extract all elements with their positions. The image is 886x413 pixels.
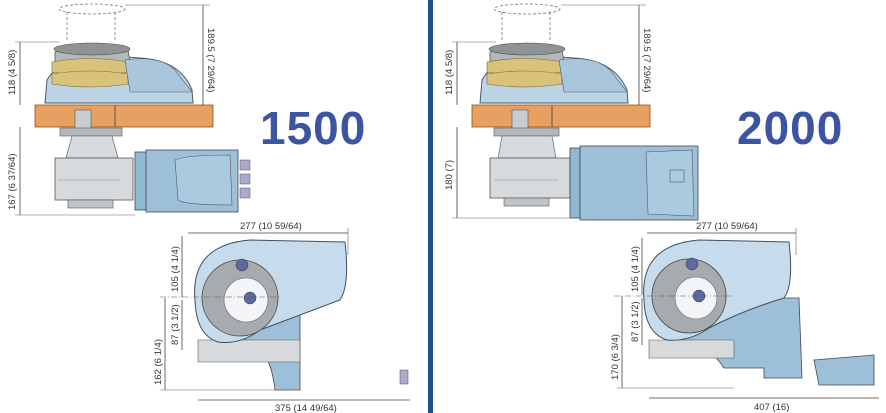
dim-top-width: 277 (10 59/64) [696, 221, 758, 232]
dimension-lines-1500 [15, 4, 410, 401]
dim-below-total: 162 (6 1/4) [153, 339, 164, 385]
deck-board [471, 104, 651, 128]
dim-upper-radius: 105 (4 1/4) [630, 246, 641, 292]
dim-below-total: 170 (6 3/4) [610, 334, 621, 380]
dim-deck-height: 118 (4 5/8) [444, 50, 455, 95]
model-label-1500: 1500 [260, 102, 367, 154]
winch-plan-view-1500 [160, 239, 409, 391]
dim-total-height: 189.5 (7 29/64) [205, 28, 216, 92]
winch-top-body [44, 42, 194, 104]
winch-drawing-1500: 118 (4 5/8) 189.5 (7 29/64) 167 (6 37/64… [7, 3, 410, 413]
dim-top-width: 277 (10 59/64) [240, 221, 302, 232]
gearbox-1500 [54, 127, 134, 209]
dim-total-height: 189.5 (7 29/64) [641, 28, 652, 92]
panel-2000: 118 (4 5/8) 189.5 (7 29/64) 180 (7) 277 … [434, 0, 886, 413]
dim-total-length: 407 (16) [754, 402, 789, 413]
dim-upper-radius: 105 (4 1/4) [170, 246, 181, 292]
capstan-outline [58, 3, 126, 42]
dim-lower-radius: 87 (3 1/2) [170, 304, 181, 345]
deck-board [34, 104, 214, 128]
motor-1500 [134, 149, 251, 213]
model-label-2000: 2000 [737, 102, 844, 154]
dim-below-deck: 167 (6 37/64) [7, 153, 18, 210]
gearbox-2000 [489, 127, 571, 207]
dim-below-deck: 180 (7) [444, 160, 455, 190]
motor-2000 [569, 145, 699, 221]
winch-plan-view-2000 [614, 239, 875, 386]
dim-total-length: 375 (14 49/64) [275, 403, 337, 413]
dimension-lines-2000 [452, 4, 879, 399]
dim-lower-radius: 87 (3 1/2) [630, 301, 641, 342]
panel-divider [428, 0, 433, 413]
dim-deck-height: 118 (4 5/8) [7, 50, 18, 95]
panel-1500: 118 (4 5/8) 189.5 (7 29/64) 167 (6 37/64… [0, 0, 428, 413]
winch-drawing-2000: 118 (4 5/8) 189.5 (7 29/64) 180 (7) 277 … [444, 3, 879, 413]
capstan-outline [493, 3, 561, 42]
winch-top-body [479, 42, 629, 104]
